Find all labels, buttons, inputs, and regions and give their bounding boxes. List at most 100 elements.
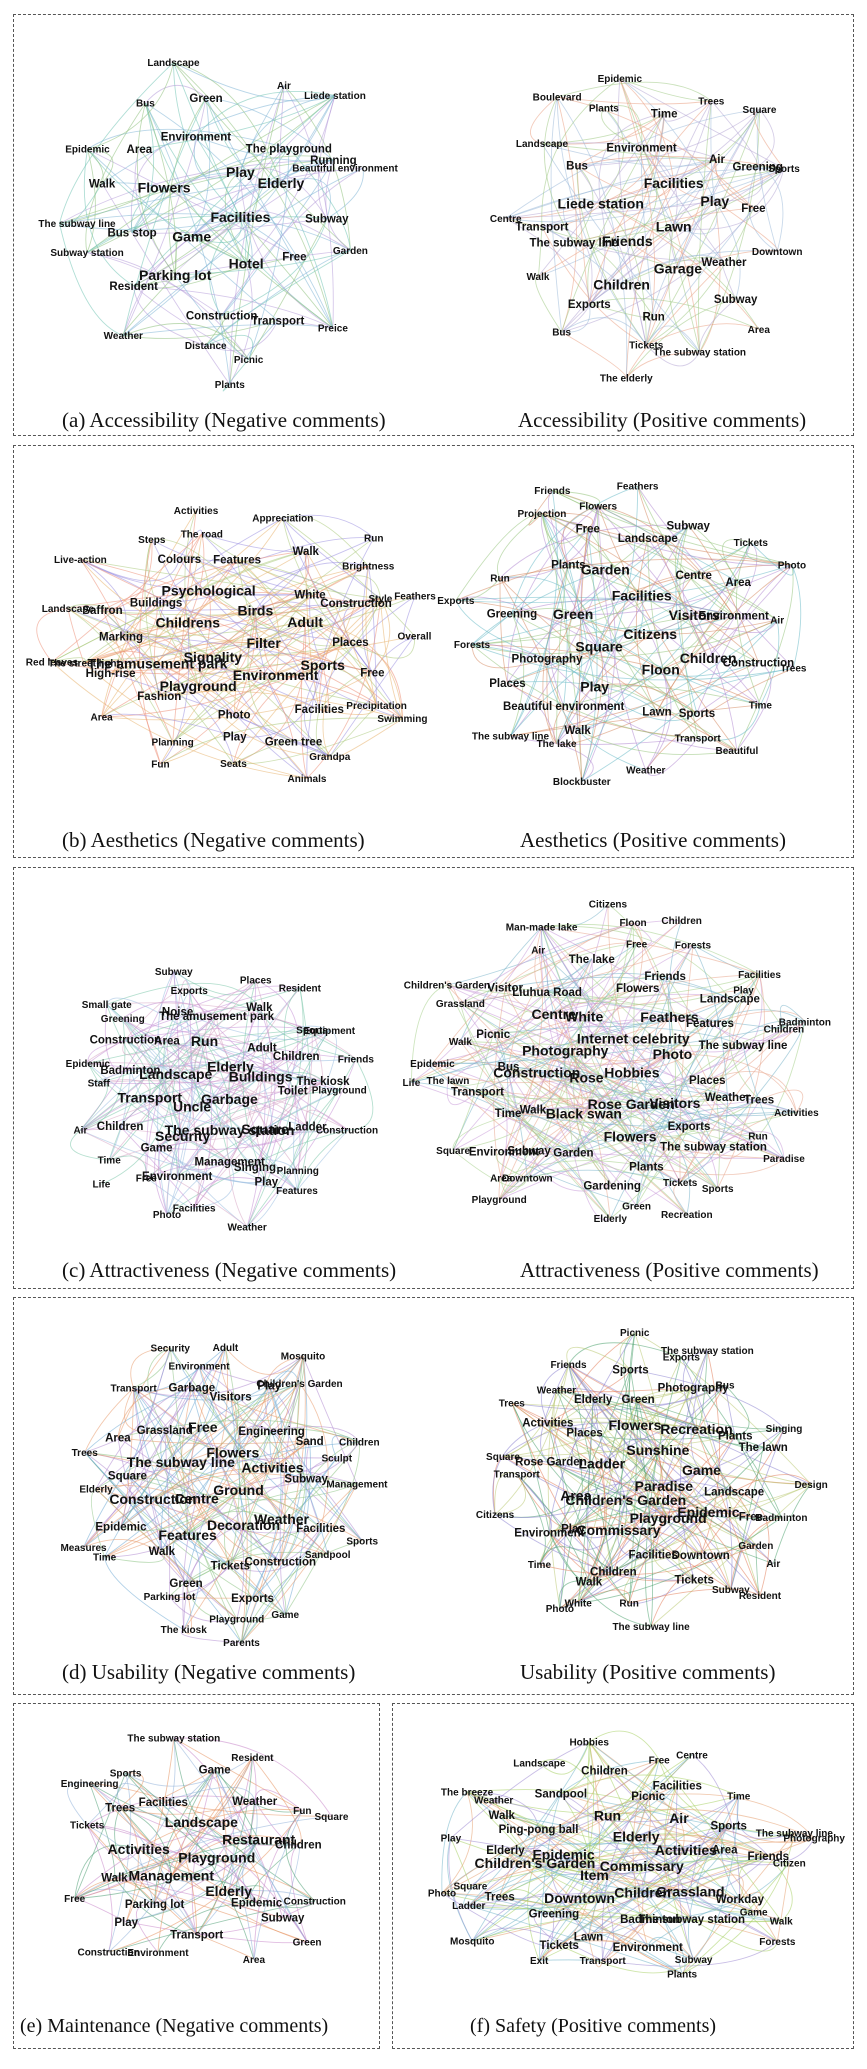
network-edge (84, 1452, 163, 1551)
network-edge (173, 62, 336, 102)
network-edge (305, 550, 320, 710)
network-node-label: Friends (338, 1054, 375, 1065)
network-edge (607, 903, 676, 1104)
network-node-label: Adult (247, 1043, 277, 1055)
network-edge (516, 1473, 546, 1565)
network-edge (632, 922, 708, 1081)
network-edge (124, 1387, 165, 1433)
network-edge (460, 1040, 508, 1179)
network-edge (466, 1791, 754, 1913)
network-edge (494, 1472, 517, 1515)
network-edge (204, 1040, 264, 1077)
network-edge (450, 1837, 692, 1920)
network-edge (641, 1855, 769, 1867)
network-edge (699, 200, 721, 353)
network-edge (627, 240, 679, 270)
network-edge (187, 622, 294, 742)
network-edge (556, 633, 651, 744)
network-edge (447, 958, 593, 1082)
network-edge (106, 997, 205, 1042)
network-edge (547, 646, 600, 660)
network-edges (70, 971, 374, 1228)
network-node-label: Photo (428, 1889, 456, 1900)
network-edge (499, 1895, 782, 1923)
network-edge (577, 729, 737, 755)
network-edge (707, 1070, 797, 1113)
network-edge (350, 641, 403, 719)
network-node-label: Preice (318, 324, 348, 335)
network-edge (83, 1365, 200, 1548)
network-edge (493, 973, 760, 1035)
network-edge (172, 674, 276, 743)
network-node-label: Hotel (229, 255, 264, 271)
network-node-label: Badminton (779, 1017, 831, 1028)
network-edge (86, 95, 336, 253)
network-edge (566, 1346, 631, 1370)
network-edge (123, 167, 364, 336)
network-edge (550, 96, 563, 333)
network-edge (560, 1759, 660, 1794)
network-edge (411, 958, 593, 1083)
network-edge (236, 1839, 260, 1903)
network-node-label: The subway line (756, 1829, 834, 1840)
network-edge (221, 167, 364, 316)
network-edge (691, 1754, 741, 1899)
network-edge (466, 1791, 782, 1922)
network-node-label: The subway station (165, 1122, 295, 1138)
network-edge (450, 1741, 590, 1839)
network-edge (242, 979, 267, 1182)
network-node-label: Signality (184, 649, 243, 665)
network-edge (460, 1003, 534, 1110)
network-edge (160, 1347, 226, 1551)
network-edge (682, 574, 709, 659)
network-edge (541, 926, 744, 1046)
network-edge (503, 1151, 637, 1207)
network-edge (646, 323, 759, 346)
network-edge (426, 1061, 449, 1082)
network-edge (714, 200, 779, 252)
network-edge (169, 1551, 328, 1597)
network-edge (607, 904, 681, 1183)
network-node-label: Ground (213, 1482, 264, 1498)
network-edge (579, 1741, 595, 1899)
network-node-label: Free (626, 939, 648, 950)
network-edge (742, 1044, 785, 1159)
network-edge (599, 595, 644, 649)
network-node-label: Trees (499, 1399, 526, 1410)
network-node-label: Square (743, 105, 777, 116)
network-edge (122, 1001, 217, 1019)
panel-d (13, 1297, 854, 1695)
network-edge (687, 525, 759, 663)
network-edge (561, 168, 785, 333)
network-edge (282, 517, 381, 599)
network-node-label: Badminton (620, 1914, 680, 1926)
network-edge (575, 1479, 735, 1497)
network-edge (547, 1422, 658, 1453)
network-edge (204, 1040, 230, 1099)
network-node-label: Blockbuster (553, 777, 611, 788)
network-edge (577, 1449, 659, 1604)
network-node-label: Birds (237, 603, 273, 619)
network-edge (241, 1483, 358, 1643)
network-edge (87, 1062, 308, 1127)
network-edge (284, 1440, 311, 1615)
network-node-label: Walk (564, 725, 591, 737)
network-node-label: The lawn (739, 1442, 788, 1454)
network-edge (446, 984, 634, 1039)
network-node-label: Children (764, 1024, 805, 1035)
network-edge (160, 1429, 197, 1499)
network-node-label: Children's Garden (565, 1492, 686, 1508)
network-edge (510, 581, 739, 737)
network-edge (83, 650, 158, 664)
network-edge (232, 641, 351, 764)
network-edge (500, 949, 543, 1179)
network-edge (611, 1028, 785, 1186)
network-edge (699, 298, 736, 353)
network-node-label: Photo (218, 710, 251, 722)
network-edge (108, 979, 257, 1161)
network-node-label: Tickets (663, 1178, 698, 1189)
network-node-label: Elderly (207, 1059, 254, 1075)
network-edge (537, 182, 675, 277)
network-edge (730, 1446, 764, 1590)
network-edge (736, 564, 794, 751)
